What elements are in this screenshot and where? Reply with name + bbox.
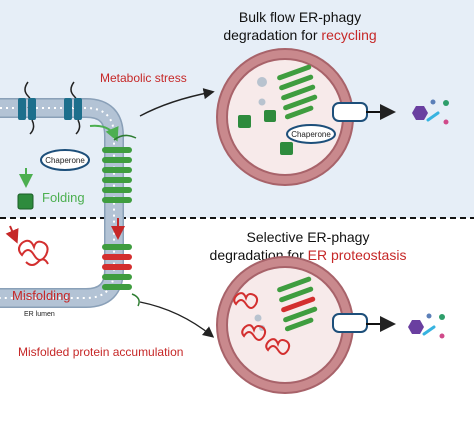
bottom-flow-arrow — [139, 301, 215, 338]
er-lumen-label: ER lumen — [24, 311, 55, 318]
top-title-highlight: recycling — [321, 27, 376, 43]
folded-protein-icon — [17, 193, 34, 210]
misfolding-label: Misfolding — [12, 288, 71, 303]
transmembrane-protein-icon — [64, 81, 82, 135]
bottom-title-line1: Selective ER-phagy — [247, 229, 370, 245]
misfolded-protein-icon — [265, 338, 291, 355]
folding-helix-icon — [102, 134, 137, 203]
top-trigger-label: Metabolic stress — [100, 71, 187, 85]
misfolded-protein-icon — [241, 324, 267, 341]
degradation-products-icon — [412, 99, 449, 125]
chaperone-icon — [40, 149, 90, 171]
folded-protein-icon — [264, 110, 276, 122]
top-flow-arrow — [139, 88, 215, 117]
bottom-lysosome — [216, 256, 368, 394]
chaperone-lysosome-label: Chaperone — [291, 130, 331, 139]
misfolded-protein-icon — [233, 292, 259, 309]
misfolding-helix-icon — [277, 276, 318, 332]
translocation-arrow — [89, 124, 119, 142]
folding-helix-icon — [277, 64, 318, 120]
bottom-trigger-label: Misfolded protein accumulation — [18, 345, 183, 359]
chaperone-icon — [286, 124, 336, 144]
receptor-icon — [332, 313, 368, 333]
misfolded-protein-icon — [18, 239, 49, 266]
degradation-products-icon — [408, 313, 445, 339]
misfolding-arrow — [5, 225, 19, 244]
top-title-line1: Bulk flow ER-phagy — [239, 9, 361, 25]
receptor-icon — [332, 102, 368, 122]
folded-protein-icon — [280, 142, 293, 155]
transmembrane-protein-icon — [18, 81, 36, 135]
top-title-line2: degradation for recycling — [223, 27, 376, 43]
top-lysosome: Chaperone — [216, 48, 368, 186]
misfolding-helix-icon — [102, 244, 140, 307]
folding-label: Folding — [42, 190, 85, 205]
top-title-prefix: degradation for — [223, 27, 321, 43]
chaperone-cell-label: Chaperone — [45, 156, 85, 165]
bottom-title-highlight: ER proteostasis — [308, 247, 407, 263]
folded-protein-icon — [238, 115, 251, 128]
